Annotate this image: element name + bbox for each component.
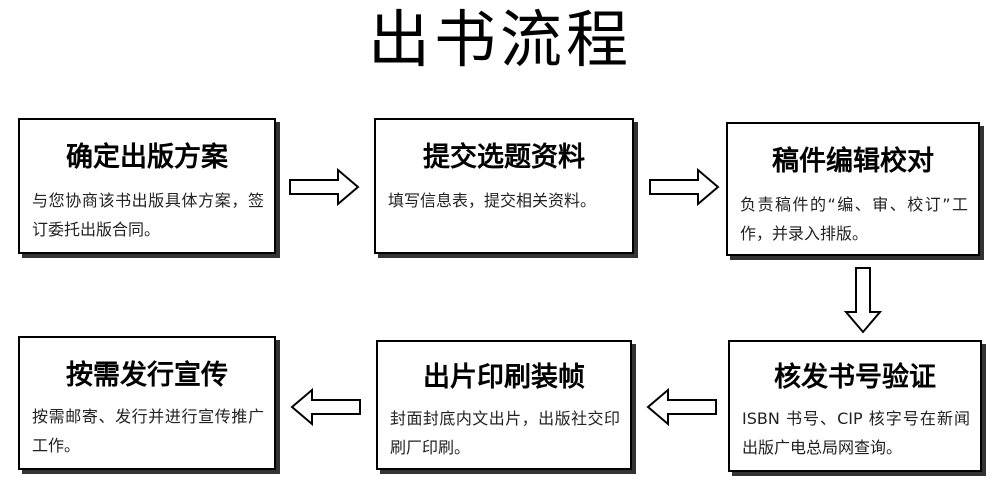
step-description: 按需邮寄、发行并进行宣传推广工作。 xyxy=(32,407,264,455)
step-title: 提交选题资料 xyxy=(423,142,585,173)
step-description: 负责稿件的“编、审、校订”工作，并录入排版。 xyxy=(740,195,968,243)
step-description: 填写信息表，提交相关资料。 xyxy=(388,191,597,210)
step-title: 确定出版方案 xyxy=(66,142,228,173)
down-arrow-icon xyxy=(843,267,883,334)
right-arrow-icon xyxy=(649,167,720,207)
step-description: 与您协商该书出版具体方案，签订委托出版合同。 xyxy=(32,191,264,239)
step-box-1: 确定出版方案 与您协商该书出版具体方案，签订委托出版合同。 xyxy=(18,118,276,254)
step-description: ISBN 书号、CIP 核字号在新闻出版广电总局网查询。 xyxy=(742,409,970,457)
step-box-6: 按需发行宣传 按需邮寄、发行并进行宣传推广工作。 xyxy=(18,336,276,470)
step-title: 出片印刷装帧 xyxy=(423,362,585,393)
step-box-3: 稿件编辑校对 负责稿件的“编、审、校订”工作，并录入排版。 xyxy=(726,122,980,256)
right-arrow-icon xyxy=(289,167,360,207)
step-title: 稿件编辑校对 xyxy=(772,146,934,177)
step-title: 按需发行宣传 xyxy=(66,360,228,391)
left-arrow-icon xyxy=(646,387,717,427)
step-box-2: 提交选题资料 填写信息表，提交相关资料。 xyxy=(374,118,634,254)
step-box-5: 出片印刷装帧 封面封底内文出片，出版社交印刷厂印刷。 xyxy=(376,340,632,470)
step-description: 封面封底内文出片，出版社交印刷厂印刷。 xyxy=(390,409,620,457)
step-box-4: 核发书号验证 ISBN 书号、CIP 核字号在新闻出版广电总局网查询。 xyxy=(728,340,982,472)
page-title: 出书流程 xyxy=(367,3,632,76)
left-arrow-icon xyxy=(290,387,361,427)
step-title: 核发书号验证 xyxy=(774,362,936,393)
